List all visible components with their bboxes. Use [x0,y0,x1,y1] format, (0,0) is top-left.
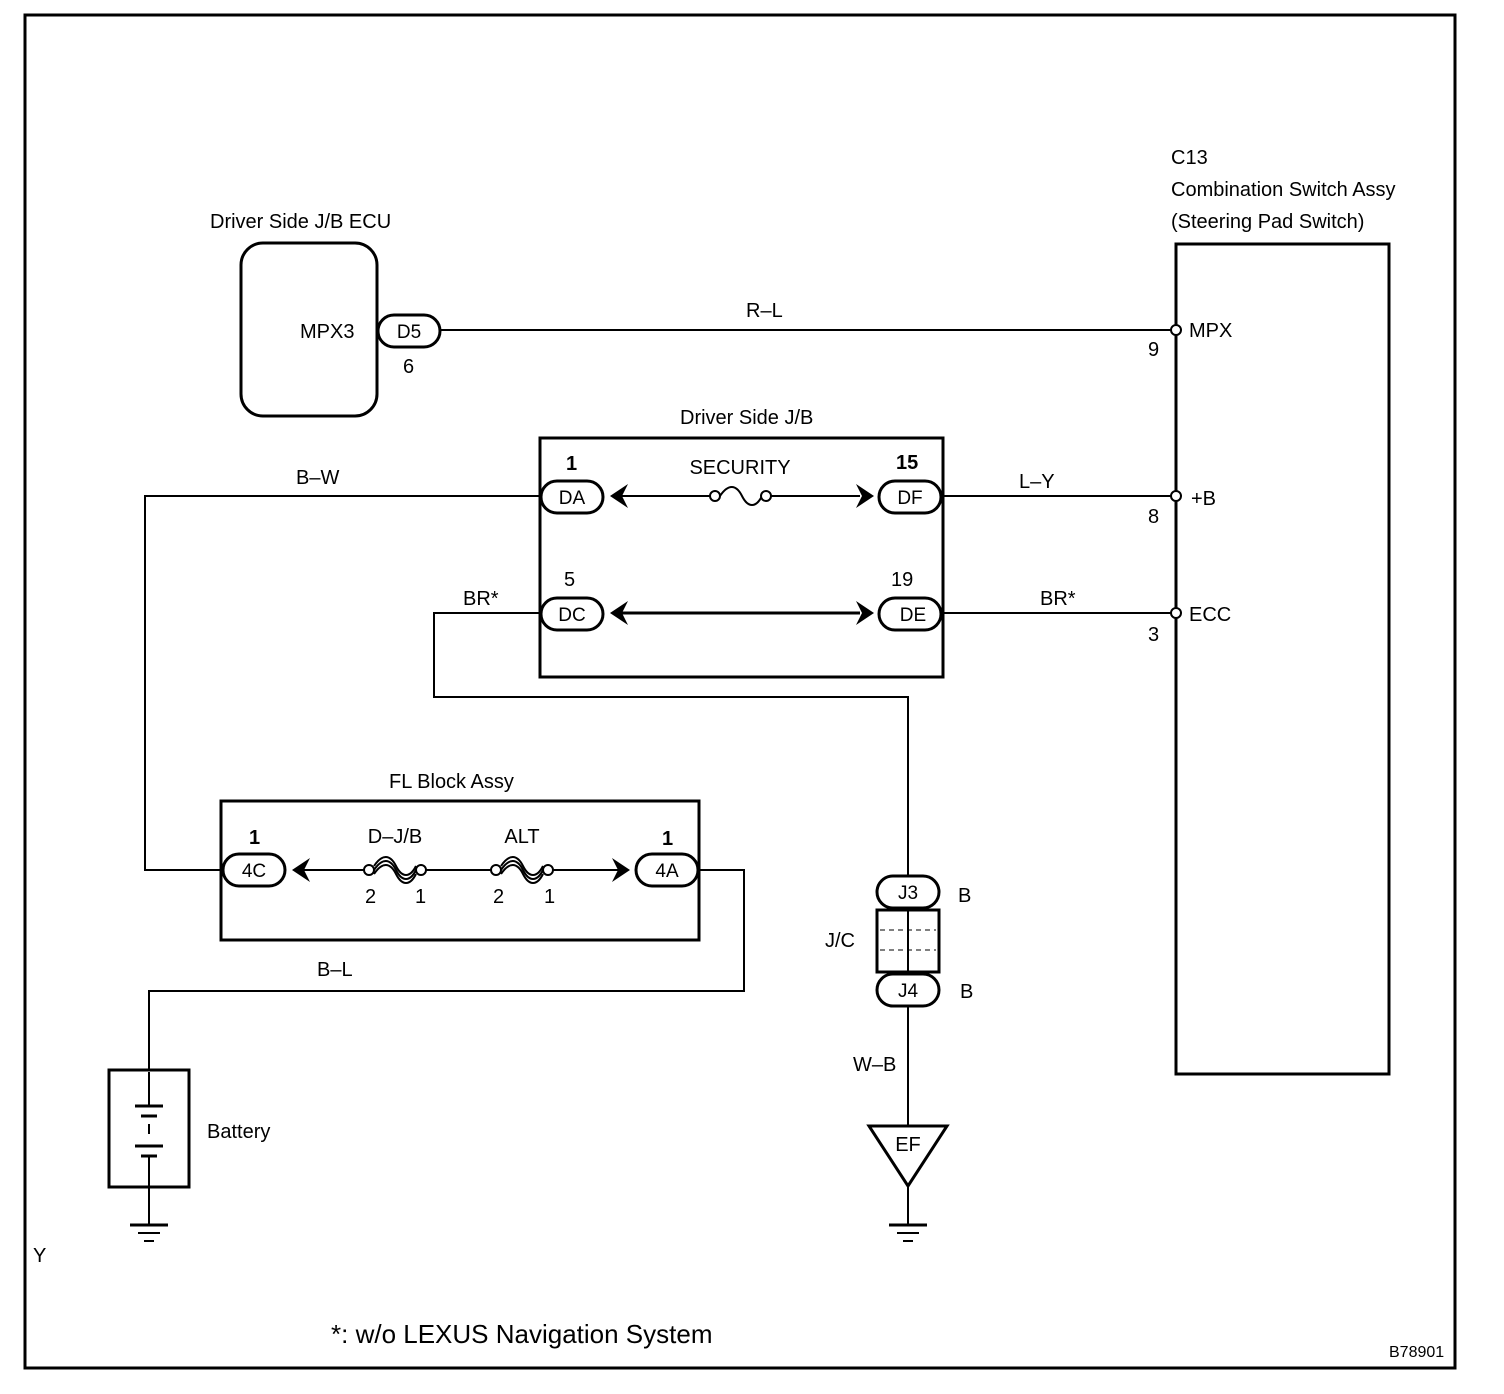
fuse-djb-icon [373,860,417,880]
fuse-alt-icon [500,860,544,880]
fuse-djb-icon-line2 [373,856,417,876]
fuse-alt-label: ALT [504,826,539,848]
terminal-ecc-label: ECC [1189,604,1231,626]
wire-b-w [144,495,541,871]
jb-pin-de: 19 [891,569,913,591]
terminal-mpx-pin: 9 [1148,339,1159,361]
wire-w-b-label: W–B [853,1054,896,1076]
corner-mark: Y [33,1245,46,1267]
jb-pin-da: 1 [566,453,577,475]
ecu-terminal-mpx3: MPX3 [300,321,354,343]
fl-pin-4a: 1 [662,828,673,850]
fuse-alt-terminal-left [490,864,502,876]
wire-b-l [148,869,745,1072]
connector-da-arrow [610,484,628,508]
wire-l-y-label: L–Y [1019,471,1055,493]
connector-j4-color: B [960,981,973,1003]
fuse-djb-terminal-left [363,864,375,876]
connector-4c-label: 4C [242,861,266,882]
fuse-djb-terminal-right [415,864,427,876]
ground-ef-label: EF [895,1134,921,1156]
wire-br-right-label: BR* [1040,588,1076,610]
connector-de-arrow [856,601,874,625]
fuse-alt-icon-line3 [500,864,544,884]
figure-code: B78901 [1389,1344,1444,1361]
switch-code: C13 [1171,147,1208,169]
terminal-mpx-label: MPX [1189,320,1232,342]
connector-d5-label: D5 [397,322,421,343]
fuse-djb-pin-b: 1 [415,886,426,908]
terminal-ecc-pin: 3 [1148,624,1159,646]
jb-pin-dc: 5 [564,569,575,591]
fuse-security-icon [719,486,763,506]
ground-ef-triangle [866,1124,950,1189]
connector-dc-arrow [610,601,628,625]
terminal-b-label: +B [1191,488,1216,510]
wire-b-w-label: B–W [296,467,339,489]
fuse-alt-icon-line2 [500,856,544,876]
junction-label: J/C [825,930,855,952]
diagram-frame [23,13,1457,1370]
fl-pin-4c: 1 [249,827,260,849]
fuse-security-terminal-left [709,490,721,502]
wire-r-l-label: R–L [746,300,783,322]
wire-br-left [433,612,909,876]
wire-b-l-label: B–L [317,959,353,981]
fuse-djb-icon-line3 [373,864,417,884]
jb-title: Driver Side J/B [680,407,813,429]
terminal-b-pin: 8 [1148,506,1159,528]
fuse-security-terminal-right [760,490,772,502]
fuse-alt-pin-b: 1 [544,886,555,908]
switch-title: Combination Switch Assy [1171,179,1396,201]
fuse-djb-label: D–J/B [368,826,422,848]
connector-4a-label: 4A [655,861,679,882]
battery-label: Battery [207,1121,270,1143]
connector-df-label: DF [897,488,922,509]
connector-4c [221,852,287,888]
connector-j3-label: J3 [898,883,918,904]
footnote: *: w/o LEXUS Navigation System [331,1319,713,1349]
switch-box [1174,242,1391,1076]
connector-da-label: DA [559,488,586,509]
connector-4c-arrow [292,858,310,882]
fuse-security-label: SECURITY [689,457,790,479]
fuse-alt-pin-a: 2 [493,886,504,908]
jb-box [538,436,945,679]
fuse-alt-terminal-right [542,864,554,876]
connector-j3 [875,874,941,910]
switch-subtitle: (Steering Pad Switch) [1171,211,1364,233]
connector-j3-color: B [958,885,971,907]
connector-de-label: DE [900,605,926,626]
terminal-mpx-circle [1170,324,1182,336]
terminal-ecc-circle [1170,607,1182,619]
wire-br-left-label: BR* [463,588,499,610]
connector-d5-pin: 6 [403,356,414,378]
terminal-b-circle [1170,490,1182,502]
connector-df-arrow [856,484,874,508]
fuse-djb-pin-a: 2 [365,886,376,908]
fl-block-title: FL Block Assy [389,771,514,793]
connector-dc-label: DC [558,605,585,626]
jb-pin-df: 15 [896,452,918,474]
ecu-title: Driver Side J/B ECU [210,211,391,233]
connector-4a-arrow [612,858,630,882]
connector-j4-label: J4 [898,981,919,1002]
